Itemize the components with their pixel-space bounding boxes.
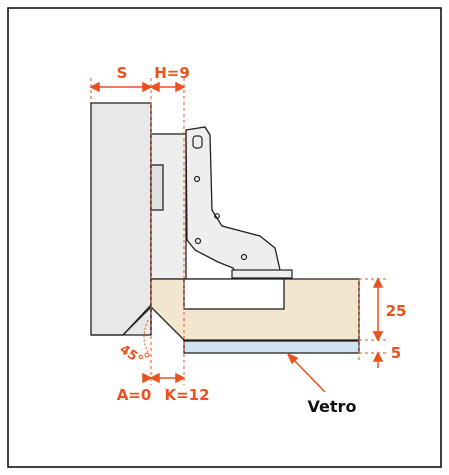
label-thickness-5: 5 [391, 344, 401, 362]
hinge-pivot [214, 213, 220, 219]
label-s: S [117, 64, 128, 82]
dimension-arrows [89, 81, 384, 393]
bevel-edge [122, 306, 152, 336]
hinge-cup-flange [231, 269, 293, 279]
hinge-rivet-right [240, 253, 248, 261]
mount-screw-slot [150, 164, 164, 211]
label-thickness-25: 25 [386, 302, 407, 320]
hinge-rivet-left [194, 237, 202, 245]
hinge-cup [183, 278, 285, 310]
label-glass: Vetro [308, 397, 357, 416]
angle-arc [143, 319, 149, 353]
angle-degree-dot [144, 352, 150, 358]
glass-panel [183, 340, 360, 354]
hinge-rivet-top [193, 175, 201, 183]
label-k: K=12 [164, 386, 209, 404]
cabinet-side-panel [90, 102, 152, 336]
label-a: A=0 [117, 386, 152, 404]
label-h: H=9 [154, 64, 190, 82]
reference-lines [90, 78, 386, 385]
hinge-adjust-screw [192, 135, 203, 149]
